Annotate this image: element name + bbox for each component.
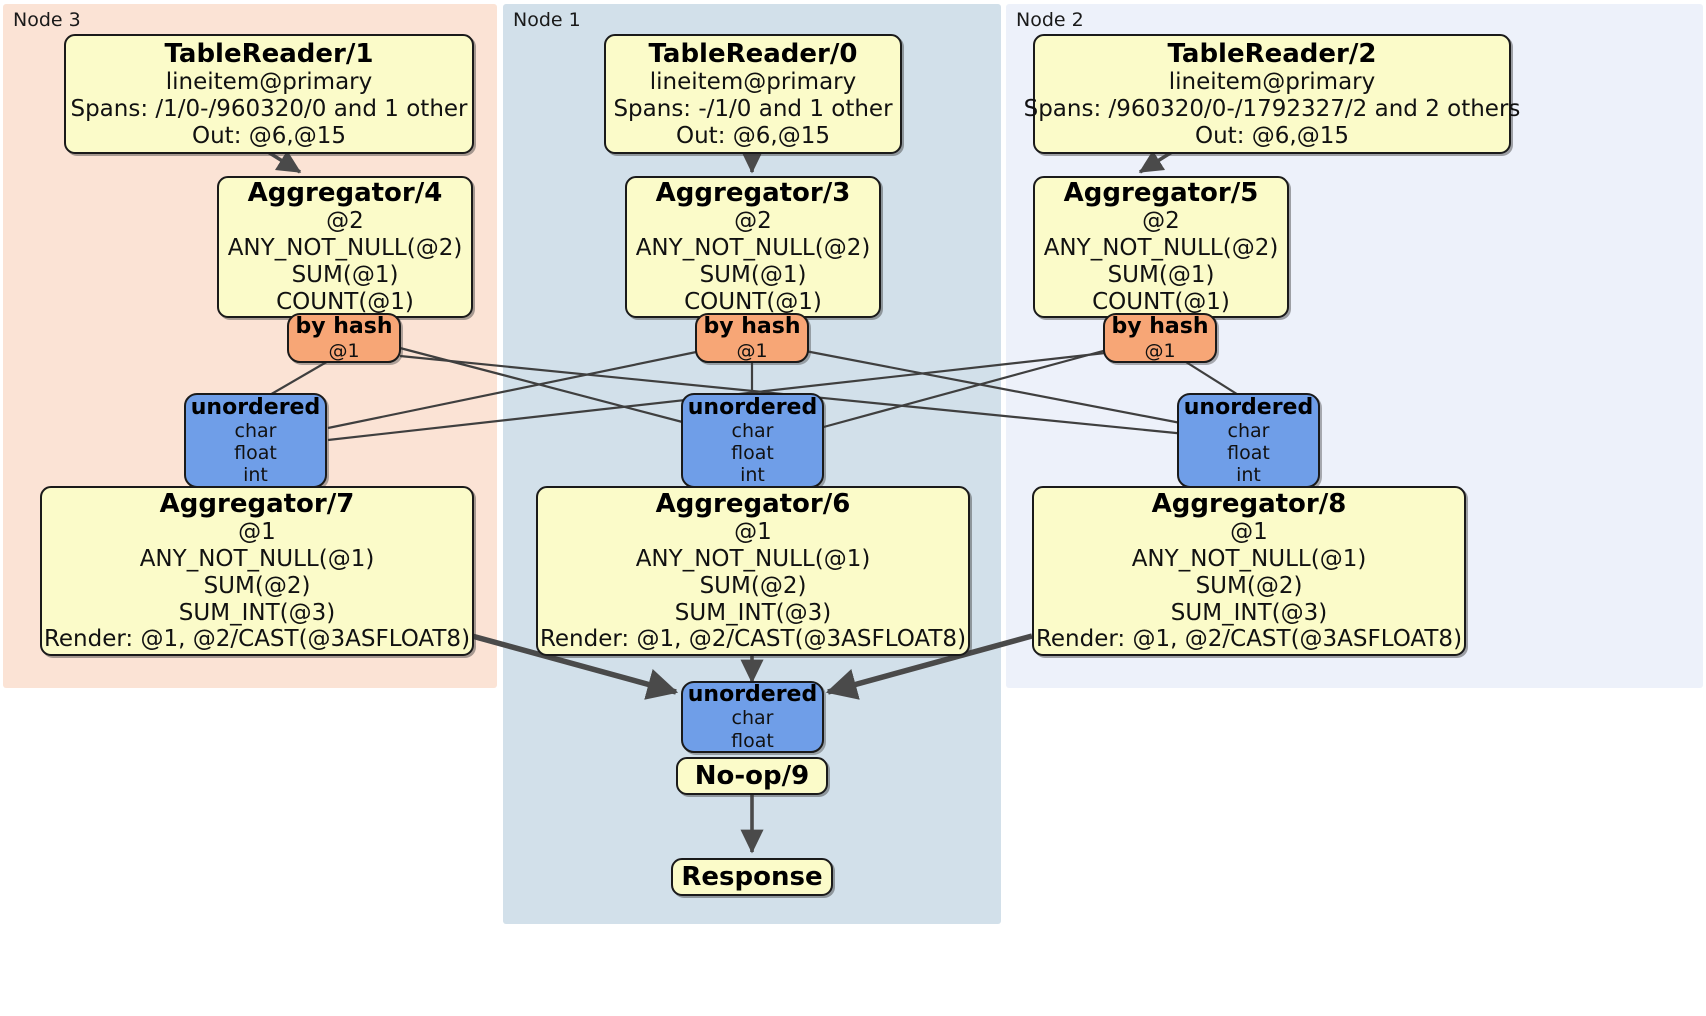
processor-title: Aggregator/8 [1151, 488, 1347, 519]
router-unordered-final[interactable]: unordered char float [681, 681, 824, 753]
processor-line: ANY_NOT_NULL(@2) [227, 235, 463, 262]
router-title: unordered [687, 394, 818, 420]
processor-line: Spans: /960320/0-/1792327/2 and 2 others [1023, 95, 1521, 122]
router-line: char [731, 707, 774, 730]
processor-noop-9[interactable]: No-op/9 [676, 757, 828, 795]
processor-title: Aggregator/4 [247, 178, 443, 209]
processor-line: @1 [238, 518, 276, 545]
processor-title: Response [681, 861, 823, 892]
processor-aggregator-6[interactable]: Aggregator/6 @1 ANY_NOT_NULL(@1) SUM(@2)… [536, 486, 970, 656]
router-line: float [1227, 442, 1270, 465]
router-line: float [731, 442, 774, 465]
processor-aggregator-5[interactable]: Aggregator/5 @2 ANY_NOT_NULL(@2) SUM(@1)… [1033, 176, 1289, 318]
processor-line: SUM(@1) [1107, 262, 1215, 289]
processor-line: @1 [734, 518, 772, 545]
processor-line: @2 [734, 208, 772, 235]
router-title: unordered [1183, 394, 1314, 420]
router-line: int [243, 464, 268, 487]
processor-line: lineitem@primary [1168, 68, 1376, 95]
processor-aggregator-7[interactable]: Aggregator/7 @1 ANY_NOT_NULL(@1) SUM(@2)… [40, 486, 474, 656]
processor-line: SUM_INT(@3) [178, 599, 336, 626]
processor-line: Spans: -/1/0 and 1 other [613, 95, 893, 122]
processor-line: ANY_NOT_NULL(@1) [1131, 545, 1367, 572]
processor-line: Out: @6,@15 [192, 122, 346, 149]
processor-table-reader-1[interactable]: TableReader/1 lineitem@primary Spans: /1… [64, 34, 474, 154]
processor-line: Spans: /1/0-/960320/0 and 1 other [70, 95, 468, 122]
panel-node2-label: Node 2 [1016, 9, 1084, 31]
router-unordered-node3[interactable]: unordered char float int [184, 393, 327, 488]
processor-line: Out: @6,@15 [1195, 122, 1349, 149]
processor-line: COUNT(@1) [684, 288, 822, 315]
router-line: float [234, 442, 277, 465]
processor-line: ANY_NOT_NULL(@1) [635, 545, 871, 572]
router-by-hash-node2[interactable]: by hash @1 [1103, 313, 1217, 363]
processor-line: COUNT(@1) [276, 288, 414, 315]
processor-line: @2 [326, 208, 364, 235]
router-title: by hash [703, 314, 801, 340]
processor-table-reader-2[interactable]: TableReader/2 lineitem@primary Spans: /9… [1024, 34, 1520, 154]
processor-line: COUNT(@1) [1092, 288, 1230, 315]
router-title: unordered [687, 682, 818, 708]
processor-title: Aggregator/7 [159, 488, 355, 519]
router-line: char [731, 419, 774, 442]
processor-response[interactable]: Response [671, 858, 833, 896]
processor-line: SUM(@2) [699, 572, 807, 599]
processor-title: TableReader/0 [648, 38, 858, 69]
processor-line: lineitem@primary [165, 68, 373, 95]
router-by-hash-node1[interactable]: by hash @1 [695, 313, 809, 363]
processor-line: SUM(@1) [291, 262, 399, 289]
processor-line: lineitem@primary [649, 68, 857, 95]
processor-line: ANY_NOT_NULL(@1) [139, 545, 375, 572]
processor-line: Out: @6,@15 [676, 122, 830, 149]
processor-title: Aggregator/3 [655, 178, 851, 209]
panel-node3-label: Node 3 [13, 9, 81, 31]
processor-title: TableReader/1 [164, 38, 374, 69]
processor-aggregator-3[interactable]: Aggregator/3 @2 ANY_NOT_NULL(@2) SUM(@1)… [625, 176, 881, 318]
processor-line: SUM(@2) [1195, 572, 1303, 599]
router-title: unordered [190, 394, 321, 420]
processor-line: SUM(@2) [203, 572, 311, 599]
processor-table-reader-0[interactable]: TableReader/0 lineitem@primary Spans: -/… [604, 34, 902, 154]
processor-line: SUM_INT(@3) [674, 599, 832, 626]
router-line: float [731, 729, 774, 752]
router-line: @1 [736, 339, 768, 362]
processor-line: @2 [1142, 208, 1180, 235]
router-line: char [234, 419, 277, 442]
processor-aggregator-8[interactable]: Aggregator/8 @1 ANY_NOT_NULL(@1) SUM(@2)… [1032, 486, 1466, 656]
processor-title: TableReader/2 [1167, 38, 1377, 69]
panel-node1-label: Node 1 [513, 9, 581, 31]
processor-line: @1 [1230, 518, 1268, 545]
processor-title: Aggregator/6 [655, 488, 851, 519]
router-unordered-node1[interactable]: unordered char float int [681, 393, 824, 488]
router-unordered-node2[interactable]: unordered char float int [1177, 393, 1320, 488]
processor-line: Render: @1, @2/CAST(@3ASFLOAT8) [539, 626, 967, 653]
router-line: char [1227, 419, 1270, 442]
router-line: @1 [328, 339, 360, 362]
router-title: by hash [295, 314, 393, 340]
processor-aggregator-4[interactable]: Aggregator/4 @2 ANY_NOT_NULL(@2) SUM(@1)… [217, 176, 473, 318]
processor-line: Render: @1, @2/CAST(@3ASFLOAT8) [43, 626, 471, 653]
router-line: int [1236, 464, 1261, 487]
router-line: @1 [1144, 339, 1176, 362]
router-by-hash-node3[interactable]: by hash @1 [287, 313, 401, 363]
processor-line: ANY_NOT_NULL(@2) [1043, 235, 1279, 262]
processor-line: Render: @1, @2/CAST(@3ASFLOAT8) [1035, 626, 1463, 653]
router-title: by hash [1111, 314, 1209, 340]
processor-line: SUM_INT(@3) [1170, 599, 1328, 626]
processor-title: No-op/9 [694, 760, 810, 791]
router-line: int [740, 464, 765, 487]
processor-line: ANY_NOT_NULL(@2) [635, 235, 871, 262]
processor-title: Aggregator/5 [1063, 178, 1259, 209]
processor-line: SUM(@1) [699, 262, 807, 289]
